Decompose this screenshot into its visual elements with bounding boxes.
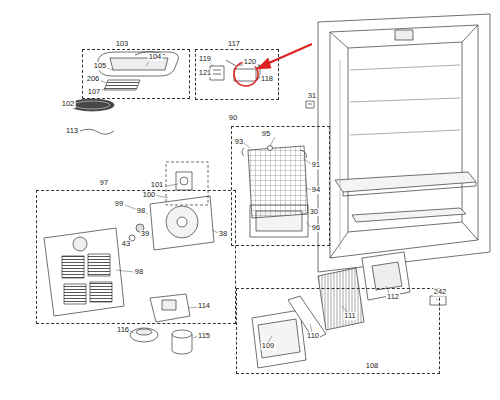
callout-number: 43 xyxy=(121,240,131,248)
callout-number: 121 xyxy=(198,69,213,77)
callout-number: 98 xyxy=(134,268,144,276)
callout-number: 116 xyxy=(116,326,130,334)
callout-number: 39 xyxy=(140,230,150,238)
group-callout-number: 108 xyxy=(365,362,380,370)
callout-number: 110 xyxy=(306,332,320,340)
callout-number: 119 xyxy=(198,55,212,63)
callout-number: 114 xyxy=(197,302,211,310)
callout-number: 112 xyxy=(386,293,400,301)
group-callout-number: 103 xyxy=(115,40,130,48)
callout-number: 96 xyxy=(311,224,321,232)
group-callout-number: 97 xyxy=(99,179,109,187)
callout-number: 94 xyxy=(311,186,321,194)
callout-number: 38 xyxy=(218,230,228,238)
callout-number: 105 xyxy=(93,62,108,70)
callout-number: 242 xyxy=(433,288,448,296)
callout-number: 111 xyxy=(343,312,356,320)
callout-number: 104 xyxy=(148,53,163,61)
dashed-group-box: 108 xyxy=(236,288,440,374)
callout-number: 118 xyxy=(260,75,274,83)
callout-number: 98 xyxy=(136,207,146,215)
group-callout-number: 117 xyxy=(227,40,241,48)
callout-number: 115 xyxy=(197,332,211,340)
callout-number: 31 xyxy=(307,92,317,100)
group-callout-number: 90 xyxy=(228,114,238,122)
callout-number: 113 xyxy=(65,127,79,135)
callout-number: 107 xyxy=(87,88,102,96)
callout-number: 93 xyxy=(234,138,244,146)
callout-number: 120 xyxy=(243,58,258,66)
callout-number: 91 xyxy=(311,161,321,169)
callout-number: 30 xyxy=(309,208,319,216)
callout-number: 99 xyxy=(114,200,124,208)
callout-number: 206 xyxy=(86,75,101,83)
callout-number: 100 xyxy=(142,191,157,199)
callout-number: 95 xyxy=(261,130,271,138)
callout-number: 109 xyxy=(261,342,276,350)
callout-number: 102 xyxy=(61,100,76,108)
callout-number: 101 xyxy=(150,181,165,189)
